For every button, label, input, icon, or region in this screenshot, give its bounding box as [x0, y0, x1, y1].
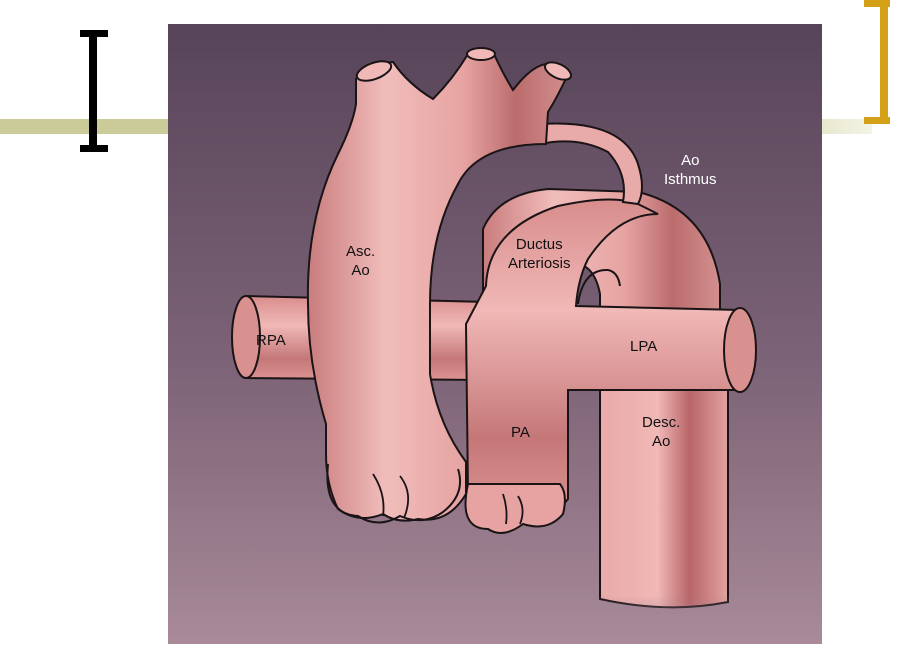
- label-asc-ao-line1: Asc.: [346, 243, 376, 260]
- pulmonary-artery: [464, 198, 757, 534]
- label-ao-isthmus-line2: Isthmus: [664, 171, 717, 188]
- label-ductus-arteriosis: Ductus Arteriosis: [508, 235, 571, 273]
- label-pa: PA: [511, 424, 530, 441]
- ascending-aorta: [306, 47, 573, 524]
- bracket-right-icon: [864, 0, 890, 124]
- label-ao-isthmus: Ao Isthmus: [664, 151, 717, 189]
- label-asc-ao: Asc. Ao: [346, 242, 375, 280]
- label-ductus-line1: Ductus: [515, 236, 563, 253]
- left-subclavian-artery: [543, 61, 573, 81]
- label-lpa: LPA: [630, 338, 658, 355]
- label-ao-isthmus-line1: Ao: [681, 152, 700, 169]
- label-asc-ao-line2: Ao: [351, 262, 370, 279]
- aorta-pulmonary-diagram: [168, 24, 822, 644]
- label-desc-ao-line1: Desc.: [642, 414, 681, 431]
- descending-aorta: [599, 373, 729, 609]
- brachiocephalic-artery: [355, 60, 393, 82]
- ductus-arteriosus: [539, 122, 643, 206]
- header-rule-left: [0, 119, 170, 134]
- header-rule-right: [822, 119, 872, 134]
- label-rpa: RPA: [256, 332, 286, 349]
- label-ductus-line2: Arteriosis: [508, 255, 571, 272]
- bracket-left-icon: [80, 30, 108, 152]
- label-desc-ao-line2: Ao: [651, 433, 671, 450]
- label-desc-ao: Desc. Ao: [642, 413, 680, 451]
- left-common-carotid-artery: [466, 47, 496, 61]
